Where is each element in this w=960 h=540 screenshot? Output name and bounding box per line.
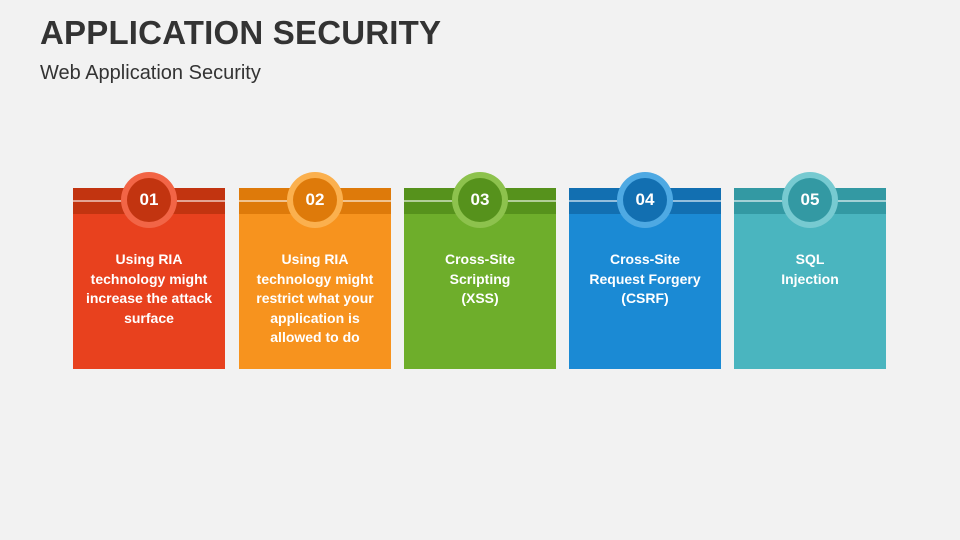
card-description: Using RIA technology might increase the at… (81, 250, 217, 328)
card-text-line: (CSRF) (621, 290, 669, 306)
card-text-line: technology might (90, 270, 208, 287)
card-body (73, 214, 225, 369)
card-text-line: Using RIA (115, 251, 183, 267)
card-text-line: surface (124, 309, 174, 326)
card-text-line: increase the attack (85, 290, 213, 306)
card-text-line: application is (270, 309, 360, 326)
card-text-line: allowed to do (270, 329, 360, 345)
card-text-line: technology might (256, 270, 374, 287)
card-body (734, 214, 886, 369)
card-text-line: Injection (781, 270, 839, 287)
card-description: Using RIA technology might restrict what y… (247, 250, 383, 348)
card-text-line: SQL (795, 251, 825, 267)
card-text-line: (XSS) (461, 290, 499, 306)
number-badge: 01 (127, 178, 171, 222)
card-text-line: Cross-Site (444, 251, 516, 267)
card-body (239, 214, 391, 369)
number-badge: 04 (623, 178, 667, 222)
card-text-line: Using RIA (281, 251, 349, 267)
number-badge: 03 (458, 178, 502, 222)
page-subtitle: Web Application Security (40, 62, 261, 84)
card-body (569, 214, 721, 369)
card-text-line: Request Forgery (589, 270, 701, 287)
page-title: APPLICATION SECURITY (40, 14, 442, 51)
card-text-line: Scripting (449, 270, 511, 287)
card-text-line: restrict what your (256, 290, 374, 306)
number-badge: 05 (788, 178, 832, 222)
card-body (404, 214, 556, 369)
number-badge: 02 (293, 178, 337, 222)
card-description: SQL Injection (742, 250, 878, 289)
card-text-line: Cross-Site (609, 251, 681, 267)
